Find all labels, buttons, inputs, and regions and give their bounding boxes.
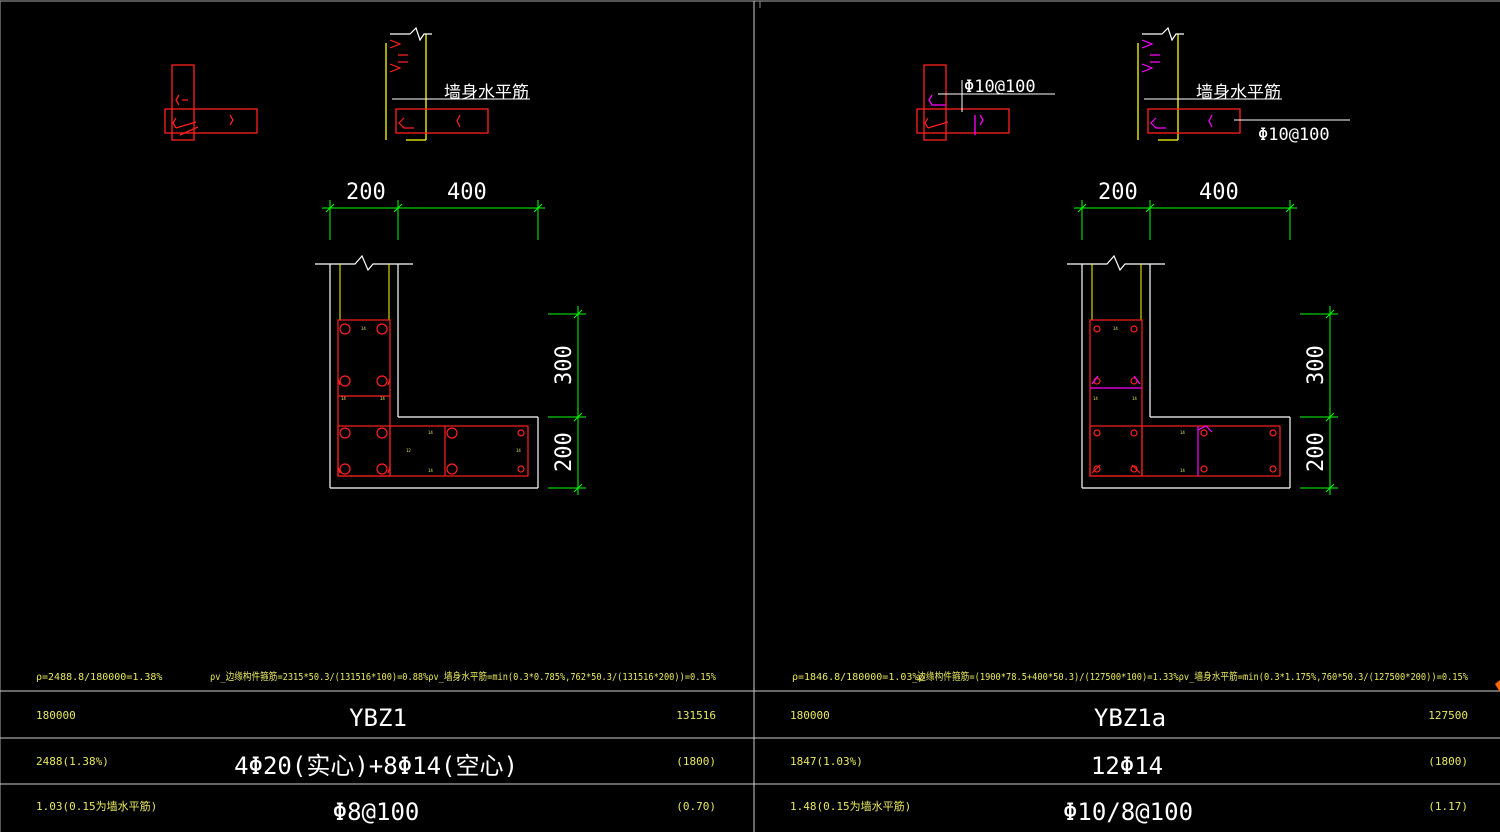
svg-text:14: 14 — [380, 396, 385, 401]
table-left-row2-center: 4Φ20(实心)+8Φ14(空心) — [234, 752, 518, 780]
svg-text:14: 14 — [428, 430, 433, 435]
dim-200-top-r: 200 — [1098, 180, 1138, 205]
svg-text:14: 14 — [1113, 326, 1118, 331]
table-right-row3-left: 1.48(0.15为墙水平筋) — [790, 799, 911, 813]
svg-text:14: 14 — [516, 448, 521, 453]
dim-400-top-r: 400 — [1199, 180, 1239, 205]
table-left-row1-left: 180000 — [36, 709, 76, 722]
joint-detail-left — [164, 64, 258, 141]
panel-right: Φ10@100 墙身水平筋 Φ10@100 200 400 — [790, 26, 1468, 826]
svg-text:14: 14 — [341, 396, 346, 401]
table-right-row2-right: (1800) — [1428, 755, 1468, 768]
dimension-right-left — [548, 306, 586, 495]
joint-detail-right: Φ10@100 — [916, 64, 1055, 141]
dim-300-right-r: 300 — [1304, 345, 1329, 385]
svg-text:14: 14 — [1180, 430, 1185, 435]
rebar-label-mid: Φ10@100 — [964, 77, 1036, 97]
svg-text:14: 14 — [361, 326, 366, 331]
svg-text:14: 14 — [1093, 396, 1098, 401]
wall-bar-detail-left: 墙身水平筋 — [385, 26, 530, 141]
column-section-left: 14 14 14 14 14 12 14 — [315, 254, 539, 489]
table-right-row1-right: 127500 — [1428, 709, 1468, 722]
dim-200-top: 200 — [346, 180, 386, 205]
dimension-top-left — [322, 200, 545, 240]
formula-rho-left: ρ=2488.8/180000=1.38% — [36, 672, 162, 683]
cursor-marker — [1495, 680, 1500, 692]
column-section-right: 14 14 14 14 14 — [1067, 254, 1291, 489]
table-right-row1-left: 180000 — [790, 709, 830, 722]
svg-text:14: 14 — [1132, 396, 1137, 401]
wall-bar-detail-right: 墙身水平筋 Φ10@100 — [1137, 26, 1350, 145]
panel-left: 墙身水平筋 200 400 300 200 — [36, 26, 716, 826]
wall-bar-label-right: 墙身水平筋 — [1196, 83, 1281, 103]
table-left-row3-right: (0.70) — [676, 800, 716, 813]
table-left-row2-right: (1800) — [676, 755, 716, 768]
dim-400-top: 400 — [447, 180, 487, 205]
svg-text:14: 14 — [428, 468, 433, 473]
formula-rhov-right: _边缘构件箍筋=(1900*78.5+400*50.3)/(127500*100… — [912, 670, 1468, 683]
table-left-row1-center: YBZ1 — [349, 704, 407, 732]
table-left-row1-right: 131516 — [676, 709, 716, 722]
dimension-right-right — [1300, 306, 1338, 495]
table-right-row3-right: (1.17) — [1428, 800, 1468, 813]
dimension-top-right — [1074, 200, 1297, 240]
table-right-row3-center: Φ10/8@100 — [1063, 798, 1193, 826]
table-left-row2-left: 2488(1.38%) — [36, 755, 109, 768]
dim-200-right: 200 — [552, 432, 577, 472]
table-right-row2-left: 1847(1.03%) — [790, 755, 863, 768]
wall-bar-label: 墙身水平筋 — [444, 83, 529, 103]
rebar-label-right: Φ10@100 — [1258, 125, 1330, 145]
table-left-row3-left: 1.03(0.15为墙水平筋) — [36, 799, 157, 813]
svg-text:12: 12 — [406, 448, 411, 453]
table-right-row1-center: YBZ1a — [1094, 704, 1166, 732]
dim-200-right-r: 200 — [1304, 432, 1329, 472]
formula-rho-right: ρ=1846.8/180000=1.03%ρ — [792, 672, 924, 683]
table-left-row3-center: Φ8@100 — [333, 798, 420, 826]
formula-rhov-left: ρv_边缘构件箍筋=2315*50.3/(131516*100)=0.88%ρv… — [210, 670, 716, 683]
table-right-row2-center: 12Φ14 — [1091, 752, 1163, 780]
svg-text:14: 14 — [1180, 468, 1185, 473]
dim-300-right: 300 — [552, 345, 577, 385]
